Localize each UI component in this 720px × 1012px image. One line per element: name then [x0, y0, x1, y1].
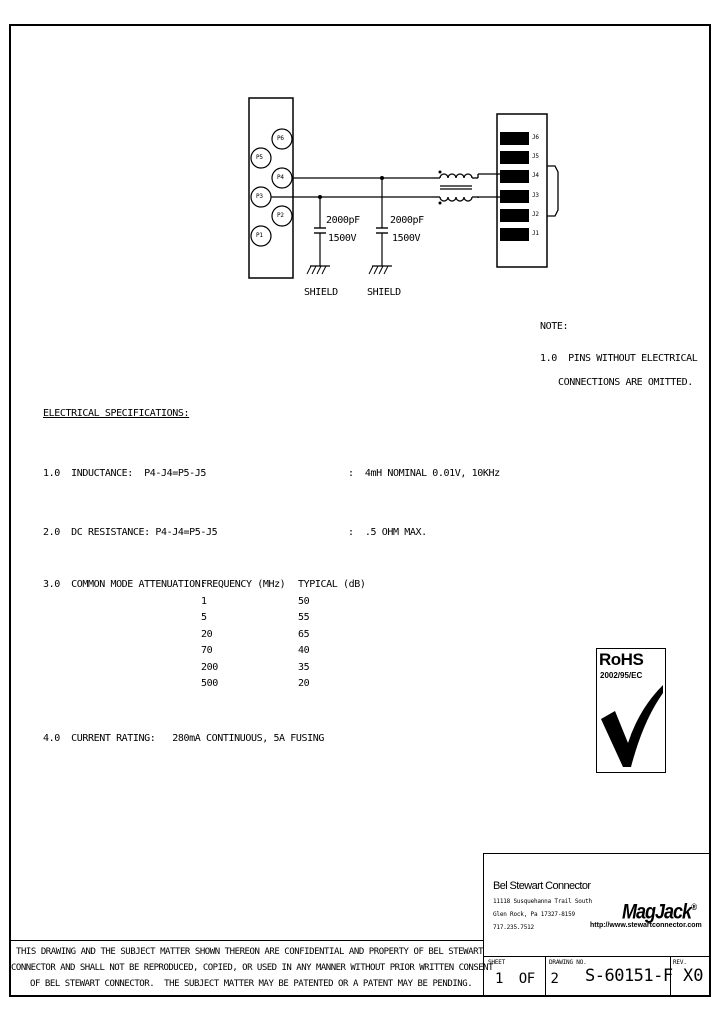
pin-label-p1: P1 [256, 232, 263, 239]
company-address-2: Glen Rock, Pa 17327-8159 [493, 911, 575, 918]
jack-contact-j1 [500, 228, 529, 241]
cma-typ-cell: 20 [298, 678, 310, 689]
jack-contact-j2 [500, 209, 529, 222]
pin-circle-p2 [271, 205, 293, 227]
rohs-directive: 2002/95/EC [600, 671, 643, 680]
cma-col-typical: TYPICAL (dB) [298, 579, 366, 590]
company-name: Bel Stewart Connector [493, 880, 591, 892]
jack-contact-j6 [500, 132, 529, 145]
note-line-2: CONNECTIONS ARE OMITTED. [558, 377, 693, 388]
confidential-line-2: CONNECTOR AND SHALL NOT BE REPRODUCED, C… [11, 963, 494, 973]
sheet-value: 1 OF 2 [495, 971, 559, 987]
pin-label-p4: P4 [277, 174, 284, 181]
jack-label-j4: J4 [532, 172, 539, 179]
pin-circle-p6 [271, 128, 293, 150]
current-rating: 4.0 CURRENT RATING: 280mA CONTINUOUS, 5A… [43, 733, 325, 744]
cell-divider [545, 956, 546, 997]
confidential-divider [9, 940, 483, 941]
cma-col-frequency: FREQUENCY (MHz) [201, 579, 286, 590]
pin-label-p2: P2 [277, 212, 284, 219]
jack-label-j5: J5 [532, 153, 539, 160]
choke-coil [432, 173, 478, 202]
shield-label-1: SHIELD [304, 287, 338, 298]
cell-divider [670, 956, 671, 997]
brand-mark: ® [691, 901, 697, 913]
cma-freq-cell: 5 [201, 612, 207, 623]
drawing-no-label: DRAWING NO. [549, 959, 587, 966]
left-connector [248, 97, 294, 279]
inductance-label: 1.0 INDUCTANCE: P4-J4=P5-J5 [43, 468, 206, 479]
rohs-badge: RoHS 2002/95/EC [596, 648, 666, 773]
jack-contact-j3 [500, 190, 529, 203]
title-block [483, 853, 711, 997]
pin-circle-p5 [250, 147, 272, 169]
cma-freq-cell: 70 [201, 645, 213, 656]
dcr-value: : .5 OHM MAX. [348, 527, 427, 538]
shield-label-2: SHIELD [367, 287, 401, 298]
cap1-voltage: 1500V [328, 233, 357, 244]
jack-label-j3: J3 [532, 192, 539, 199]
dcr-label: 2.0 DC RESISTANCE: P4-J4=P5-J5 [43, 527, 218, 538]
cma-typ-cell: 35 [298, 662, 310, 673]
cma-freq-cell: 200 [201, 662, 218, 673]
rev-label: REV. [673, 959, 687, 966]
note-heading: NOTE: [540, 321, 569, 332]
jack-label-j2: J2 [532, 211, 539, 218]
cma-typ-cell: 50 [298, 596, 310, 607]
cma-typ-cell: 65 [298, 629, 310, 640]
title-block-divider [483, 956, 711, 957]
confidential-line-3: OF BEL STEWART CONNECTOR. THE SUBJECT MA… [30, 979, 473, 989]
jack-contact-j5 [500, 151, 529, 164]
cma-freq-cell: 1 [201, 596, 207, 607]
rohs-title: RoHS [599, 650, 644, 669]
cap2-voltage: 1500V [392, 233, 421, 244]
cma-label: 3.0 COMMON MODE ATTENUATION: [43, 579, 206, 590]
website-link[interactable]: http://www.stewartconnector.com [590, 922, 702, 929]
confidential-line-1: THIS DRAWING AND THE SUBJECT MATTER SHOW… [16, 947, 484, 957]
cma-typ-cell: 55 [298, 612, 310, 623]
pin-circle-p1 [250, 225, 272, 247]
pin-label-p3: P3 [256, 193, 263, 200]
rev-value: X0 [683, 966, 704, 986]
company-phone: 717.235.7512 [493, 924, 534, 931]
specs-heading: ELECTRICAL SPECIFICATIONS: [43, 408, 190, 419]
inductance-value: : 4mH NOMINAL 0.01V, 10KHz [348, 468, 500, 479]
jack-latch [547, 165, 559, 217]
cap1-value: 2000pF [326, 215, 360, 226]
cma-freq-cell: 500 [201, 678, 218, 689]
cma-freq-cell: 20 [201, 629, 213, 640]
drawing-frame [9, 24, 711, 997]
company-address-1: 11118 Susquehanna Trail South [493, 898, 592, 905]
jack-label-j1: J1 [532, 230, 539, 237]
cma-typ-cell: 40 [298, 645, 310, 656]
sheet-label: SHEET [488, 959, 506, 966]
drawing-no-value: S-60151-F [585, 966, 673, 986]
pin-label-p6: P6 [277, 135, 284, 142]
magjack-logo: MagJack® [614, 879, 697, 924]
checkmark-icon [601, 685, 663, 767]
brand-name: MagJack [622, 899, 692, 924]
cap2-value: 2000pF [390, 215, 424, 226]
note-line-1: 1.0 PINS WITHOUT ELECTRICAL [540, 353, 698, 364]
jack-label-j6: J6 [532, 134, 539, 141]
right-connector [496, 113, 548, 268]
pin-label-p5: P5 [256, 154, 263, 161]
jack-contact-j4 [500, 170, 529, 183]
